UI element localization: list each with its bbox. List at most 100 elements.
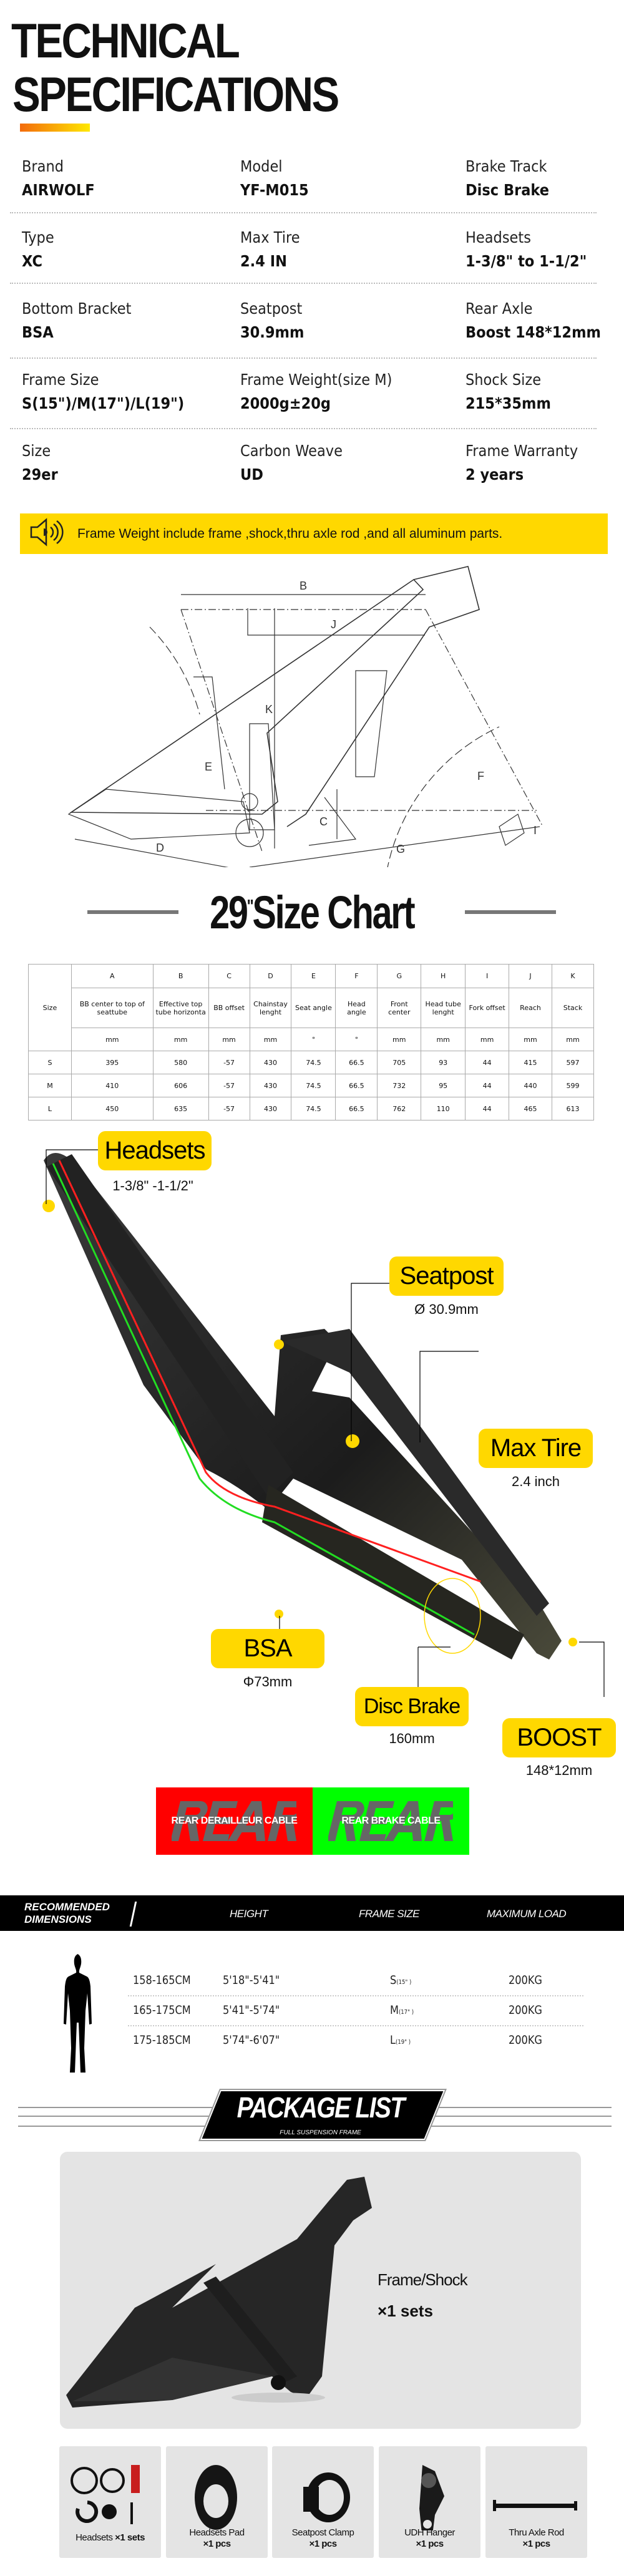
cell-value: 705 (377, 1051, 422, 1074)
person-silhouette-icon (64, 1954, 92, 2073)
drawing-label-c: C (319, 815, 328, 828)
row-size: L (28, 1097, 72, 1120)
item-name: UDH Hanger (404, 2527, 455, 2538)
col-description: Seat angle (291, 988, 336, 1028)
cell-value: 440 (509, 1074, 552, 1097)
drawing-label-i: I (534, 824, 537, 837)
udh-hanger-icon (419, 2465, 444, 2530)
weight-notice: Frame Weight include frame ,shock,thru a… (20, 513, 608, 554)
notice-text: Frame Weight include frame ,shock,thru a… (77, 526, 503, 541)
col-unit: ° (335, 1028, 378, 1051)
item-qty: ×1 pcs (416, 2539, 444, 2549)
spec-label-shock-size: Shock Size (466, 371, 542, 389)
spec-divider (10, 212, 597, 213)
speaker-icon (30, 517, 66, 550)
cell-value: 95 (421, 1074, 466, 1097)
drawing-label-f: F (477, 770, 484, 782)
drawing-label-b: B (300, 580, 307, 592)
spec-value-bottom-bracket: BSA (22, 323, 54, 341)
main-item-qty: ×1 sets (378, 2301, 433, 2320)
cell-value: 110 (421, 1097, 466, 1120)
col-description: Front center (377, 988, 422, 1028)
cell-value: 606 (152, 1074, 209, 1097)
cell-value: -57 (208, 1051, 250, 1074)
dimensions-header: RECOMMENDED DIMENSIONS HEIGHT FRAME SIZE… (0, 1895, 624, 1931)
callout-max-tire-sub: 2.4 inch (511, 1474, 560, 1489)
spec-label-frame-weight-size-m: Frame Weight(size M) (240, 371, 392, 389)
cell-value: 599 (551, 1074, 595, 1097)
title-line2: SPECIFICATIONS (12, 67, 339, 122)
row-divider (128, 2025, 583, 2026)
cell-value: 762 (377, 1097, 422, 1120)
item-qty: ×1 pcs (309, 2539, 337, 2549)
rear-watermark-graphic (172, 1801, 296, 1841)
legend-brake-cable: REAR BRAKE CABLE (313, 1787, 469, 1855)
cell-value: 635 (152, 1097, 209, 1120)
col-letter: C (208, 964, 250, 988)
spec-label-model: Model (240, 157, 283, 175)
col-description: Head angle (335, 988, 378, 1028)
main-item-name: Frame/Shock (378, 2270, 468, 2289)
cell-value: 66.5 (335, 1051, 378, 1074)
col-unit: mm (71, 1028, 154, 1051)
dimensions-title-2: DIMENSIONS (24, 1913, 92, 1925)
spec-divider (10, 428, 597, 429)
header-frame-size: FRAME SIZE (359, 1908, 420, 1920)
spec-label-seatpost: Seatpost (240, 299, 303, 318)
col-unit: mm (377, 1028, 422, 1051)
spec-label-headsets: Headsets (466, 228, 531, 246)
cell-value: 597 (551, 1051, 595, 1074)
frame-image (66, 2177, 372, 2408)
row-height-ft: 5'41"-5'74" (223, 2003, 280, 2017)
drawing-label-k: K (265, 703, 273, 716)
cell-value: 44 (465, 1074, 510, 1097)
col-unit: mm (465, 1028, 510, 1051)
cell-value: 44 (465, 1051, 510, 1074)
col-letter: G (377, 964, 422, 988)
package-item-udh-hanger: UDH Hanger×1 pcs (379, 2446, 480, 2558)
col-description: Stack (551, 988, 595, 1028)
cell-value: 74.5 (291, 1051, 336, 1074)
col-unit: mm (152, 1028, 209, 1051)
cell-value: 66.5 (335, 1097, 378, 1120)
spec-label-bottom-bracket: Bottom Bracket (22, 299, 132, 318)
col-unit: mm (551, 1028, 595, 1051)
item-name: Headsets (76, 2532, 113, 2543)
col-description: BB center to top of seattube (71, 988, 154, 1028)
title-line1: TECHNICAL (11, 13, 240, 68)
cell-value: 395 (71, 1051, 154, 1074)
callout-seatpost: Seatpost (389, 1256, 504, 1296)
package-item-seatpost-clamp: Seatpost Clamp×1 pcs (272, 2446, 374, 2558)
cell-value: 430 (249, 1097, 292, 1120)
spec-value-brand: AIRWOLF (22, 181, 95, 199)
package-item-headsets: Headsets ×1 sets (59, 2446, 161, 2558)
item-name: Thru Axle Rod (509, 2527, 564, 2538)
headsets-icon (71, 2465, 140, 2524)
cell-value: 450 (71, 1097, 154, 1120)
package-item-headsets-pad: Headsets Pad×1 pcs (166, 2446, 268, 2558)
callout-disc-brake: Disc Brake (355, 1687, 469, 1726)
row-size: M (28, 1074, 72, 1097)
cell-value: 465 (509, 1097, 552, 1120)
row-height-ft: 5'74"-6'07" (223, 2033, 280, 2047)
spec-value-size: 29er (22, 465, 58, 484)
col-letter: I (465, 964, 510, 988)
cell-value: -57 (208, 1097, 250, 1120)
package-item-thru-axle-rod: Thru Axle Rod×1 pcs (485, 2446, 587, 2558)
callout-bsa-sub: Φ73mm (243, 1674, 293, 1689)
cell-value: 93 (421, 1051, 466, 1074)
row-size: S (28, 1051, 72, 1074)
spec-value-frame-weight-size-m: 2000g±20g (240, 394, 331, 412)
row-frame-size: L(19" ) (390, 2033, 411, 2047)
package-title: PACKAGE LIST (236, 2091, 406, 2124)
spec-label-size: Size (22, 442, 51, 460)
seatpost-clamp-icon (303, 2472, 350, 2522)
spec-label-carbon-weave: Carbon Weave (240, 442, 343, 460)
header-height: HEIGHT (230, 1908, 268, 1920)
row-height-cm: 158-165CM (133, 1973, 191, 1987)
dimensions-title-1: RECOMMENDED (24, 1901, 110, 1913)
item-qty: ×1 sets (115, 2532, 145, 2543)
